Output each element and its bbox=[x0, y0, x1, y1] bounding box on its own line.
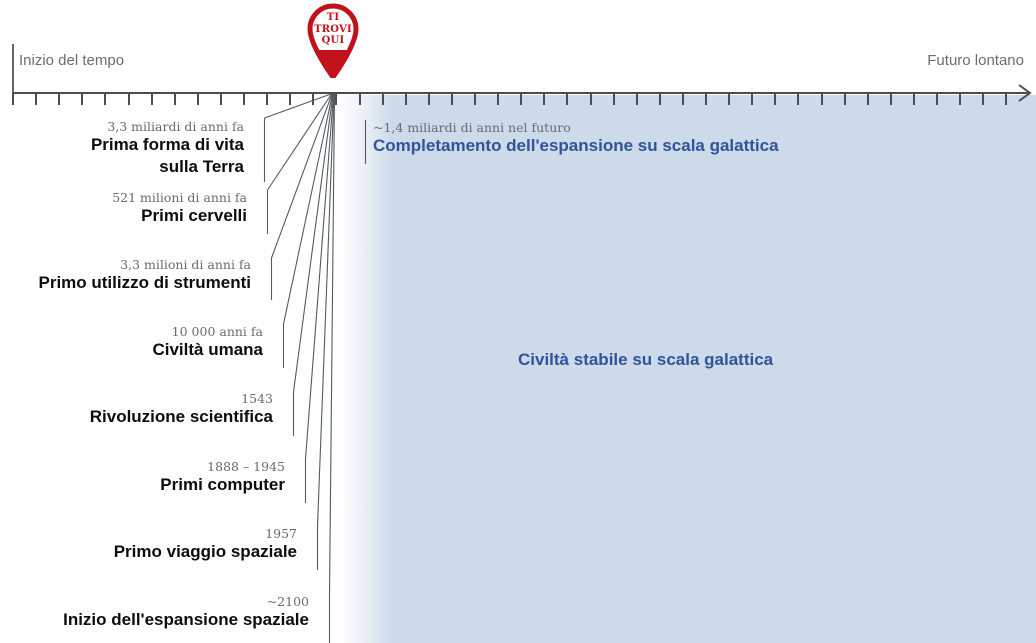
axis-tick bbox=[289, 94, 292, 105]
axis-tick bbox=[751, 94, 754, 105]
event-title: Completamento dell'espansione su scala g… bbox=[373, 136, 779, 155]
axis-tick bbox=[658, 94, 661, 105]
axis-tick bbox=[797, 94, 800, 105]
you-are-here-pin[interactable]: TI TROVI QUI bbox=[304, 2, 362, 78]
event-galactic-expansion-complete: ~1,4 miliardi di anni nel futuro Complet… bbox=[373, 120, 779, 157]
event-first-computers: 1888 – 1945 Primi computer bbox=[160, 459, 285, 496]
axis-tick bbox=[566, 94, 569, 105]
axis-tick bbox=[150, 94, 153, 105]
event-date: ~1,4 miliardi di anni nel futuro bbox=[373, 120, 571, 135]
event-first-spaceflight: 1957 Primo viaggio spaziale bbox=[114, 526, 297, 563]
event-date: 10 000 anni fa bbox=[171, 324, 263, 339]
timeline-axis bbox=[12, 92, 1024, 94]
axis-tick bbox=[982, 94, 985, 105]
axis-tick bbox=[58, 94, 61, 105]
future-shaded-region bbox=[340, 95, 1036, 643]
event-title: Civiltà stabile su scala galattica bbox=[518, 350, 774, 369]
event-date: 1957 bbox=[265, 526, 297, 541]
axis-tick bbox=[543, 94, 546, 105]
axis-tick bbox=[820, 94, 823, 105]
axis-tick bbox=[497, 94, 500, 105]
axis-tick bbox=[843, 94, 846, 105]
event-title: Primi computer bbox=[160, 475, 285, 494]
axis-tick bbox=[104, 94, 107, 105]
axis-tick bbox=[335, 94, 338, 105]
axis-tick bbox=[127, 94, 130, 105]
axis-tick bbox=[936, 94, 938, 105]
event-title: Inizio dell'espansione spaziale bbox=[63, 610, 309, 629]
axis-tick bbox=[705, 94, 707, 105]
event-title: Primo utilizzo di strumenti bbox=[38, 273, 251, 292]
event-date: 1543 bbox=[241, 391, 273, 406]
axis-tick bbox=[774, 94, 777, 105]
axis-tick bbox=[381, 94, 384, 105]
event-scientific-revolution: 1543 Rivoluzione scientifica bbox=[90, 391, 273, 428]
axis-tick bbox=[358, 94, 361, 105]
event-stable-galactic-civilization: Civiltà stabile su scala galattica bbox=[518, 349, 773, 371]
axis-tick bbox=[81, 94, 84, 105]
axis-tick bbox=[912, 94, 915, 105]
event-date: 3,3 miliardi di anni fa bbox=[107, 119, 244, 134]
axis-tick bbox=[520, 94, 523, 105]
event-title: Civiltà umana bbox=[152, 340, 263, 359]
axis-tick bbox=[450, 94, 453, 105]
axis-tick bbox=[312, 94, 315, 105]
axis-tick bbox=[612, 94, 615, 105]
event-human-civilization: 10 000 anni fa Civiltà umana bbox=[152, 324, 263, 361]
event-date: ~2100 bbox=[266, 594, 309, 609]
axis-tick bbox=[266, 94, 269, 105]
axis-tick bbox=[1005, 94, 1008, 105]
axis-tick bbox=[959, 94, 962, 105]
axis-tick bbox=[35, 94, 38, 105]
event-first-brains: 521 milioni di anni fa Primi cervelli bbox=[112, 190, 247, 227]
axis-tick bbox=[866, 94, 869, 105]
axis-tick bbox=[728, 94, 731, 105]
axis-tick bbox=[635, 94, 638, 105]
axis-tick bbox=[681, 94, 684, 105]
axis-tick bbox=[589, 94, 592, 105]
event-date: 521 milioni di anni fa bbox=[112, 190, 247, 205]
event-first-tools: 3,3 milioni di anni fa Primo utilizzo di… bbox=[38, 257, 251, 294]
event-title: Primo viaggio spaziale bbox=[113, 542, 297, 561]
event-date: 1888 – 1945 bbox=[207, 459, 285, 474]
axis-tick bbox=[427, 94, 430, 105]
axis-tick bbox=[404, 94, 407, 105]
event-title: Prima forma di vita bbox=[90, 135, 244, 154]
axis-start-cap bbox=[12, 44, 14, 94]
axis-tick bbox=[196, 94, 199, 105]
axis-tick bbox=[12, 94, 14, 105]
axis-label-start: Inizio del tempo bbox=[19, 52, 125, 69]
event-first-life: 3,3 miliardi di anni fa Prima forma di v… bbox=[91, 119, 244, 178]
axis-tick bbox=[474, 94, 476, 105]
axis-tick bbox=[243, 94, 245, 105]
axis-tick bbox=[219, 94, 222, 105]
event-start-space-expansion: ~2100 Inizio dell'espansione spaziale bbox=[63, 594, 309, 631]
event-title: Rivoluzione scientifica bbox=[89, 407, 273, 426]
axis-tick bbox=[173, 94, 176, 105]
event-date: 3,3 milioni di anni fa bbox=[120, 257, 251, 272]
axis-tick bbox=[889, 94, 892, 105]
axis-label-end: Futuro lontano bbox=[927, 52, 1024, 69]
event-title: Primi cervelli bbox=[141, 206, 247, 225]
event-title-line2: sulla Terra bbox=[159, 157, 244, 176]
